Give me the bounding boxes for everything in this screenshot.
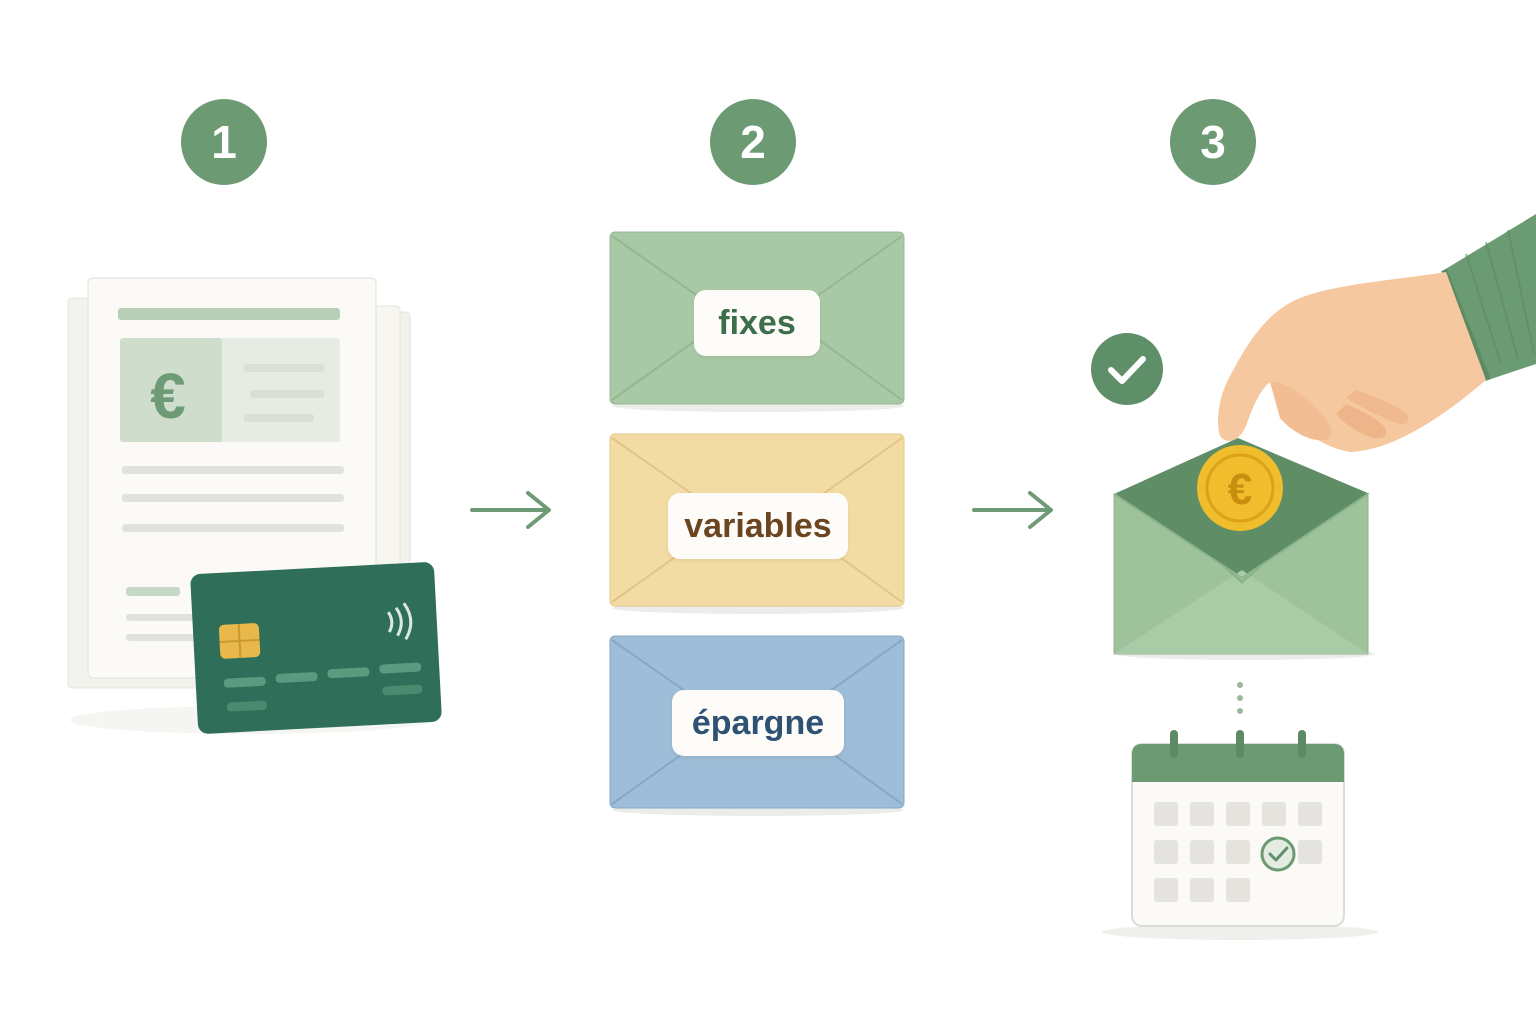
document-stack-icon: €	[67, 277, 430, 734]
euro-symbol: €	[150, 360, 186, 432]
calendar-icon	[1102, 730, 1378, 940]
envelope-label-epargne: épargne	[672, 690, 844, 756]
coin-icon: €	[1197, 445, 1283, 531]
hand-icon	[1218, 214, 1536, 452]
check-icon	[1091, 333, 1163, 405]
arrow-right-icon	[470, 491, 551, 529]
step-2-badge: 2	[710, 99, 796, 185]
step-1-badge: 1	[181, 99, 267, 185]
envelope-label-fixes: fixes	[694, 290, 820, 356]
envelope-front-icon	[1113, 493, 1369, 655]
credit-card-icon	[190, 562, 442, 734]
connector-dots	[1237, 682, 1243, 714]
arrow-right-icon	[972, 491, 1053, 529]
envelope-label-variables: variables	[668, 493, 848, 559]
step-3-badge: 3	[1170, 99, 1256, 185]
coin-euro-symbol: €	[1228, 465, 1252, 514]
